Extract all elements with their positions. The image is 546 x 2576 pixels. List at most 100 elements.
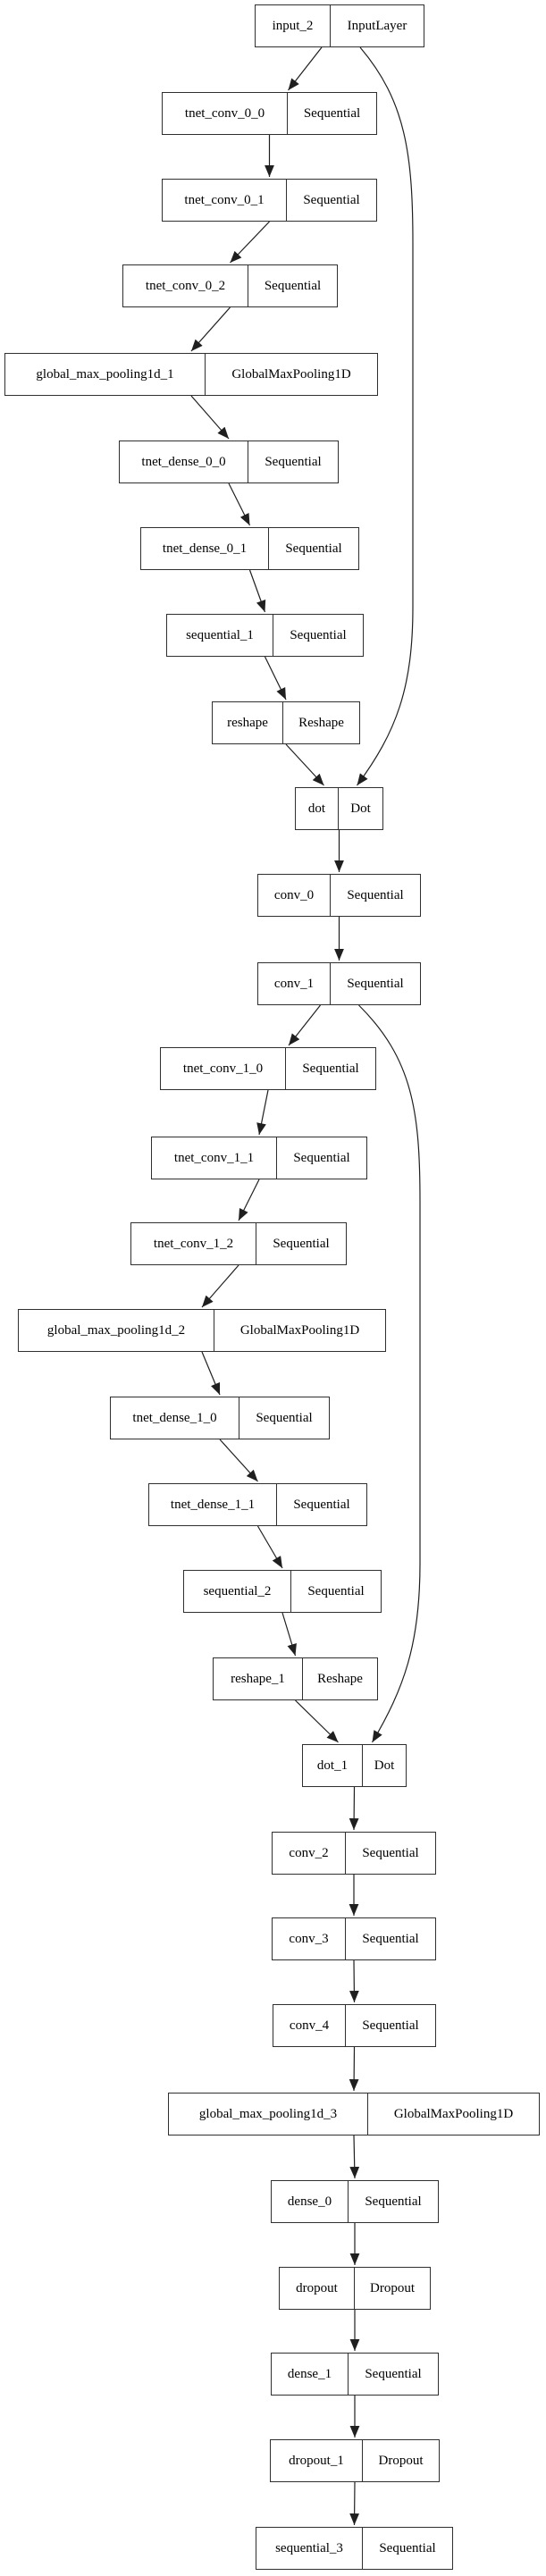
layer-name: tnet_dense_0_0 [141, 454, 226, 469]
node-tnet_conv_1_2: tnet_conv_1_2 Sequential [130, 1222, 347, 1265]
layer-name: conv_0 [273, 887, 315, 902]
edge-tnet_dense_1_0-to-tnet_dense_1_1 [219, 1439, 258, 1482]
layer-type: Sequential [248, 441, 338, 482]
layer-type: Reshape [302, 1658, 377, 1699]
layer-name: tnet_conv_0_2 [145, 278, 226, 293]
node-sequential_2: sequential_2 Sequential [183, 1570, 382, 1613]
edge-reshape_1-to-dot_1 [295, 1699, 339, 1743]
layer-type: GlobalMaxPooling1D [214, 1310, 385, 1351]
layer-type: Dot [338, 788, 382, 829]
layer-type: Sequential [330, 875, 420, 916]
layer-type: Sequential [286, 180, 376, 221]
edge-conv_3-to-conv_4 [349, 1959, 359, 2003]
layer-type: Sequential [345, 1918, 435, 1959]
node-dropout: dropout Dropout [279, 2267, 431, 2310]
layer-type: Dropout [354, 2268, 430, 2309]
layer-name: dropout [296, 2280, 338, 2295]
layer-name: dot_1 [316, 1758, 349, 1773]
layer-type: Sequential [345, 2005, 435, 2046]
layer-name: sequential_2 [203, 1583, 272, 1598]
layer-name: dense_1 [287, 2366, 332, 2381]
node-global_max_pooling1d_2: global_max_pooling1d_2 GlobalMaxPooling1D [18, 1309, 386, 1352]
layer-name: reshape [227, 715, 268, 730]
layer-type: Sequential [345, 1833, 435, 1874]
layer-type: Dot [362, 1745, 406, 1786]
layer-name: input_2 [272, 18, 314, 33]
layer-name: tnet_dense_1_0 [132, 1410, 217, 1425]
edge-global_max_pooling1d_2-to-tnet_dense_1_0 [201, 1351, 221, 1396]
node-tnet_dense_1_1: tnet_dense_1_1 Sequential [148, 1483, 367, 1526]
edge-reshape-to-dot [285, 743, 324, 786]
node-dot: dot Dot [295, 787, 383, 830]
layer-type: Sequential [348, 2181, 438, 2222]
layer-name: tnet_conv_1_2 [153, 1236, 234, 1251]
layer-type: Sequential [362, 2528, 452, 2569]
layer-name: sequential_1 [186, 627, 254, 642]
layer-name: reshape_1 [231, 1671, 285, 1686]
layer-type: Sequential [239, 1397, 329, 1439]
layer-name: tnet_conv_0_0 [184, 105, 265, 121]
layer-name: conv_3 [289, 1931, 329, 1946]
edge-global_max_pooling1d_3-to-dense_0 [349, 2135, 360, 2179]
node-sequential_3: sequential_3 Sequential [256, 2527, 453, 2570]
layer-name: global_max_pooling1d_1 [36, 366, 174, 382]
layer-name: conv_1 [273, 976, 315, 991]
layer-name: tnet_dense_0_1 [162, 541, 248, 556]
node-dropout_1: dropout_1 Dropout [270, 2439, 440, 2482]
edge-tnet_conv_1_0-to-tnet_conv_1_1 [256, 1089, 269, 1136]
node-global_max_pooling1d_3: global_max_pooling1d_3 GlobalMaxPooling1D [168, 2093, 540, 2135]
node-sequential_1: sequential_1 Sequential [166, 614, 364, 657]
edge-input_2-to-tnet_conv_0_0 [288, 46, 323, 91]
layer-name: conv_2 [289, 1845, 329, 1860]
layer-type: Sequential [287, 93, 376, 134]
node-tnet_dense_0_0: tnet_dense_0_0 Sequential [119, 441, 339, 483]
layer-name: tnet_conv_0_1 [184, 192, 265, 207]
edge-tnet_conv_0_1-to-tnet_conv_0_2 [230, 221, 270, 264]
edge-sequential_2-to-reshape_1 [281, 1612, 297, 1657]
layer-type: Sequential [285, 1048, 375, 1089]
layer-name: dense_0 [287, 2194, 332, 2209]
layer-type: Sequential [268, 528, 358, 569]
layer-type: Sequential [290, 1571, 381, 1612]
edge-conv_1-to-dot_1 [358, 1004, 421, 1743]
edge-dot_1-to-conv_2 [349, 1786, 359, 1831]
layer-name: sequential_3 [275, 2540, 343, 2555]
layer-type: Sequential [276, 1484, 366, 1525]
node-conv_0: conv_0 Sequential [257, 874, 421, 917]
layer-type: Sequential [256, 1223, 346, 1264]
node-tnet_dense_1_0: tnet_dense_1_0 Sequential [110, 1397, 330, 1439]
layer-type: Reshape [282, 702, 359, 743]
node-tnet_conv_0_0: tnet_conv_0_0 Sequential [162, 92, 377, 135]
node-tnet_conv_0_1: tnet_conv_0_1 Sequential [162, 179, 377, 222]
node-input_2: input_2 InputLayer [255, 4, 424, 47]
layer-type: Sequential [248, 265, 337, 306]
layer-type: Sequential [273, 615, 363, 656]
layer-name: dropout_1 [289, 2453, 344, 2468]
edge-global_max_pooling1d_1-to-tnet_dense_0_0 [190, 395, 230, 440]
node-reshape: reshape Reshape [212, 701, 360, 744]
node-conv_2: conv_2 Sequential [272, 1832, 436, 1875]
layer-name: tnet_conv_1_1 [173, 1150, 255, 1165]
node-tnet_conv_1_0: tnet_conv_1_0 Sequential [160, 1047, 376, 1090]
edge-sequential_1-to-reshape [264, 656, 287, 701]
layer-type: Sequential [330, 963, 420, 1004]
node-conv_3: conv_3 Sequential [272, 1917, 436, 1960]
edge-dropout_1-to-sequential_3 [349, 2481, 360, 2526]
layer-type: GlobalMaxPooling1D [367, 2094, 539, 2135]
layer-type: InputLayer [330, 5, 424, 46]
node-tnet_conv_0_2: tnet_conv_0_2 Sequential [122, 264, 338, 307]
edge-tnet_dense_1_1-to-sequential_2 [256, 1525, 283, 1569]
layer-name: global_max_pooling1d_2 [46, 1322, 186, 1338]
layer-type: Dropout [362, 2440, 439, 2481]
edge-tnet_conv_1_2-to-global_max_pooling1d_2 [201, 1264, 239, 1308]
layer-name: global_max_pooling1d_3 [198, 2106, 338, 2121]
layer-name: tnet_dense_1_1 [170, 1497, 256, 1512]
layer-name: dot [307, 801, 326, 816]
node-tnet_dense_0_1: tnet_dense_0_1 Sequential [140, 527, 359, 570]
node-reshape_1: reshape_1 Reshape [213, 1657, 378, 1700]
layer-name: tnet_conv_1_0 [182, 1061, 264, 1076]
